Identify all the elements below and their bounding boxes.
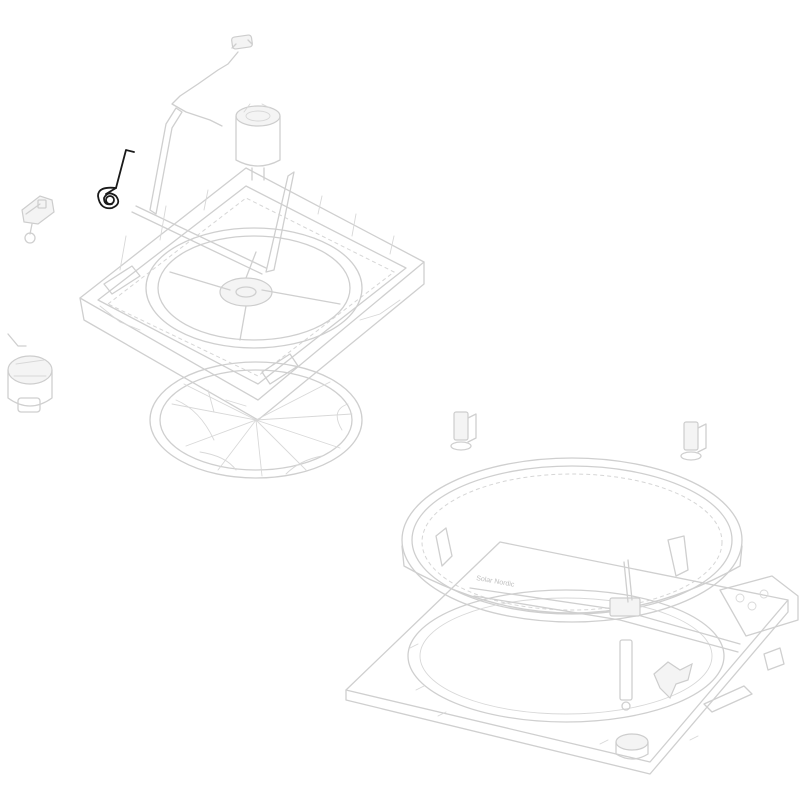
switch-module — [7, 333, 53, 413]
control-board — [703, 575, 799, 713]
fan-base-assembly — [7, 34, 425, 479]
torsion-spring-rod — [97, 149, 135, 210]
ceiling-flange-assembly: Solar Nordic — [345, 411, 799, 775]
hinge-clip-right — [680, 421, 707, 461]
gasket-ring — [401, 457, 743, 623]
wire-connector — [231, 34, 253, 50]
crank-knob — [653, 661, 693, 700]
brand-label: Solar Nordic — [476, 575, 516, 589]
lift-arm-left — [149, 107, 183, 215]
latch-bracket — [21, 195, 55, 244]
cross-rod — [131, 205, 267, 275]
lift-arm-right — [265, 171, 295, 273]
fan-motor — [235, 103, 281, 181]
fan-hub — [145, 227, 363, 349]
motor-cup — [615, 733, 649, 760]
fan-blades — [149, 361, 363, 479]
mounting-plate: Solar Nordic — [345, 541, 789, 775]
hinge-clip-left — [450, 411, 477, 451]
wire-lead — [171, 51, 239, 127]
center-crossbar — [469, 559, 741, 711]
